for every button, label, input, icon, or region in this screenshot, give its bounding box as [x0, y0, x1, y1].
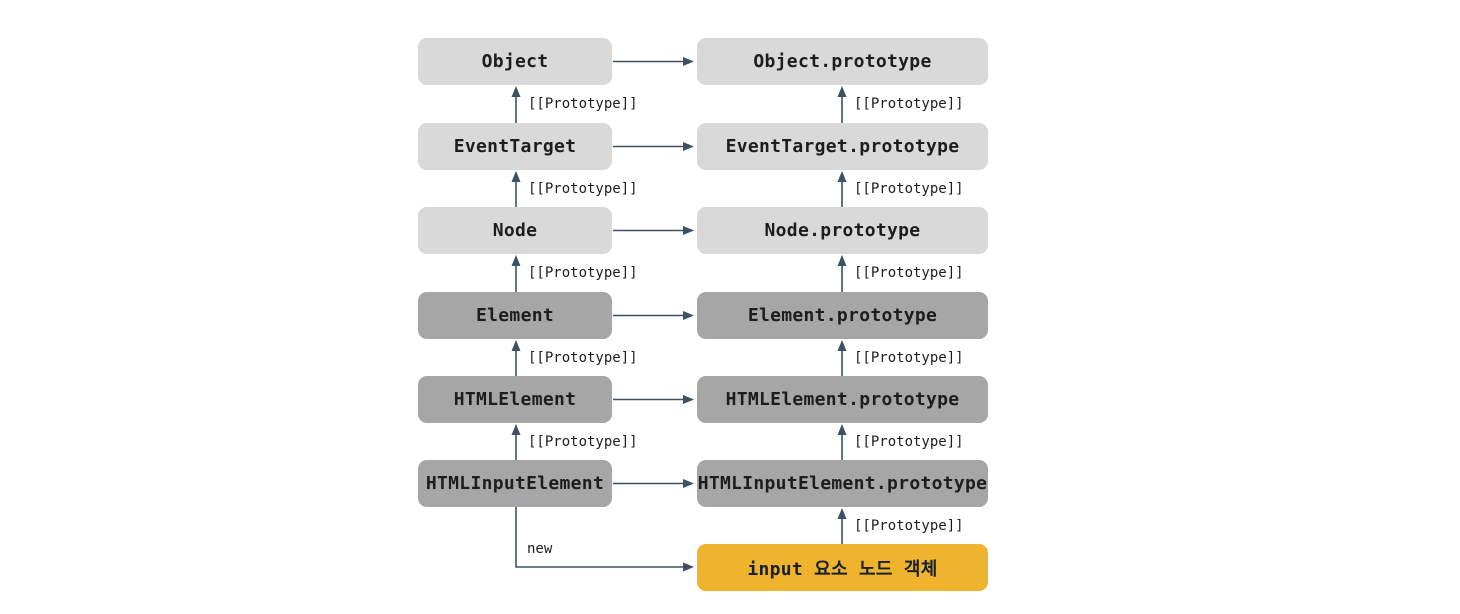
prototype-edge-label: [[Prototype]] — [854, 181, 964, 197]
prototype-edge-label: [[Prototype]] — [528, 96, 638, 112]
new-edge-label: new — [527, 541, 553, 557]
node-object-prototype: Object.prototype — [697, 38, 988, 85]
node-htmlelement-prototype: HTMLElement.prototype — [697, 376, 988, 423]
node-element-prototype: Element.prototype — [697, 292, 988, 339]
prototype-edge-label: [[Prototype]] — [854, 96, 964, 112]
node-eventtarget: EventTarget — [418, 123, 612, 170]
node-element: Element — [418, 292, 612, 339]
node-node: Node — [418, 207, 612, 254]
node-htmlelement: HTMLElement — [418, 376, 612, 423]
prototype-edge-label: [[Prototype]] — [854, 518, 964, 534]
node-input-instance: input 요소 노드 객체 — [697, 544, 988, 591]
prototype-edge-label: [[Prototype]] — [528, 265, 638, 281]
node-eventtarget-prototype: EventTarget.prototype — [697, 123, 988, 170]
prototype-edge-label: [[Prototype]] — [854, 350, 964, 366]
node-node-prototype: Node.prototype — [697, 207, 988, 254]
prototype-edge-label: [[Prototype]] — [528, 434, 638, 450]
prototype-edge-label: [[Prototype]] — [528, 350, 638, 366]
prototype-edge-label: [[Prototype]] — [528, 181, 638, 197]
prototype-edge-label: [[Prototype]] — [854, 265, 964, 281]
node-htmlinputelement-prototype: HTMLInputElement.prototype — [697, 460, 988, 507]
node-htmlinputelement: HTMLInputElement — [418, 460, 612, 507]
prototype-edge-label: [[Prototype]] — [854, 434, 964, 450]
arrow-new-instance — [515, 507, 694, 572]
node-object: Object — [418, 38, 612, 85]
